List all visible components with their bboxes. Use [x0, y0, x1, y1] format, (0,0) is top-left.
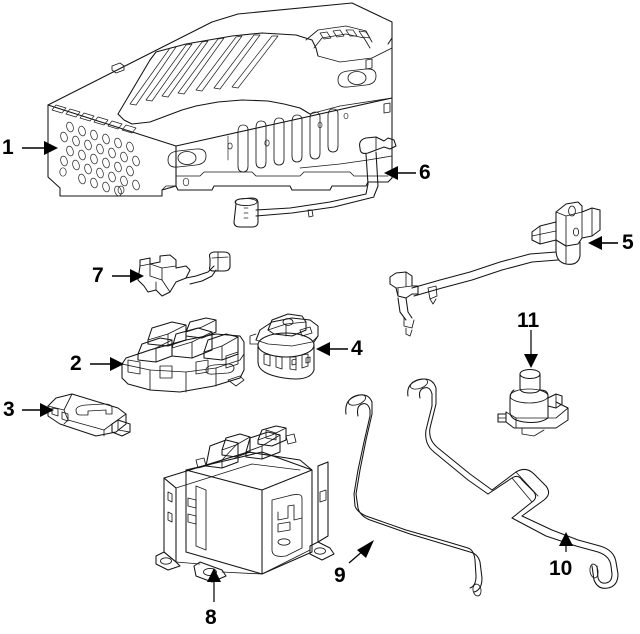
arrowhead-7 [130, 269, 144, 283]
part-6-battery-vent-cable [233, 136, 397, 228]
callout-number-10: 10 [549, 557, 573, 580]
callout-number-1: 1 [2, 136, 14, 159]
part-1-battery-pack-assembly [47, 2, 393, 197]
part-5-harness-connector-block [389, 201, 601, 337]
arrowhead-2 [110, 357, 124, 371]
arrowhead-5 [588, 236, 602, 250]
part-11-coolant-pump-valve [497, 368, 569, 437]
part-4-cooling-blower-motor [249, 313, 319, 380]
top-cover-ribs [129, 34, 279, 106]
part-10-coolant-hose-outlet [407, 378, 619, 589]
callout-number-3: 3 [3, 398, 15, 421]
callout-leaders [22, 141, 618, 602]
callout-number-7: 7 [92, 264, 104, 287]
arrowhead-6 [384, 166, 398, 180]
part-2-relay-junction-block [121, 317, 245, 393]
arrowhead-3 [40, 403, 54, 417]
part-9-coolant-hose-inlet [345, 394, 483, 597]
arrowhead-4 [316, 342, 330, 356]
vent-slots-upper [51, 104, 137, 134]
callout-number-2: 2 [70, 352, 82, 375]
callout-number-5: 5 [622, 231, 634, 254]
front-louver-slots [237, 108, 339, 173]
arrowhead-8 [207, 568, 221, 582]
callout-number-4: 4 [351, 337, 363, 360]
arrowhead-9 [357, 540, 374, 558]
part-8-inverter-module-with-bracket [155, 425, 335, 583]
vent-grille-honeycomb [60, 121, 140, 197]
callout-number-8: 8 [205, 606, 217, 629]
callout-number-11: 11 [517, 309, 540, 332]
arrowhead-10 [559, 532, 573, 546]
arrowhead-1 [44, 141, 58, 155]
callout-number-9: 9 [334, 564, 346, 587]
part-3-control-module-sensor [47, 393, 131, 437]
part-7-temperature-sensor-bracket [137, 251, 231, 297]
arrowhead-11 [524, 354, 538, 368]
top-cover-small-slots [319, 29, 371, 40]
blower-skirt-louvers [263, 353, 311, 371]
callout-number-6: 6 [419, 161, 431, 184]
